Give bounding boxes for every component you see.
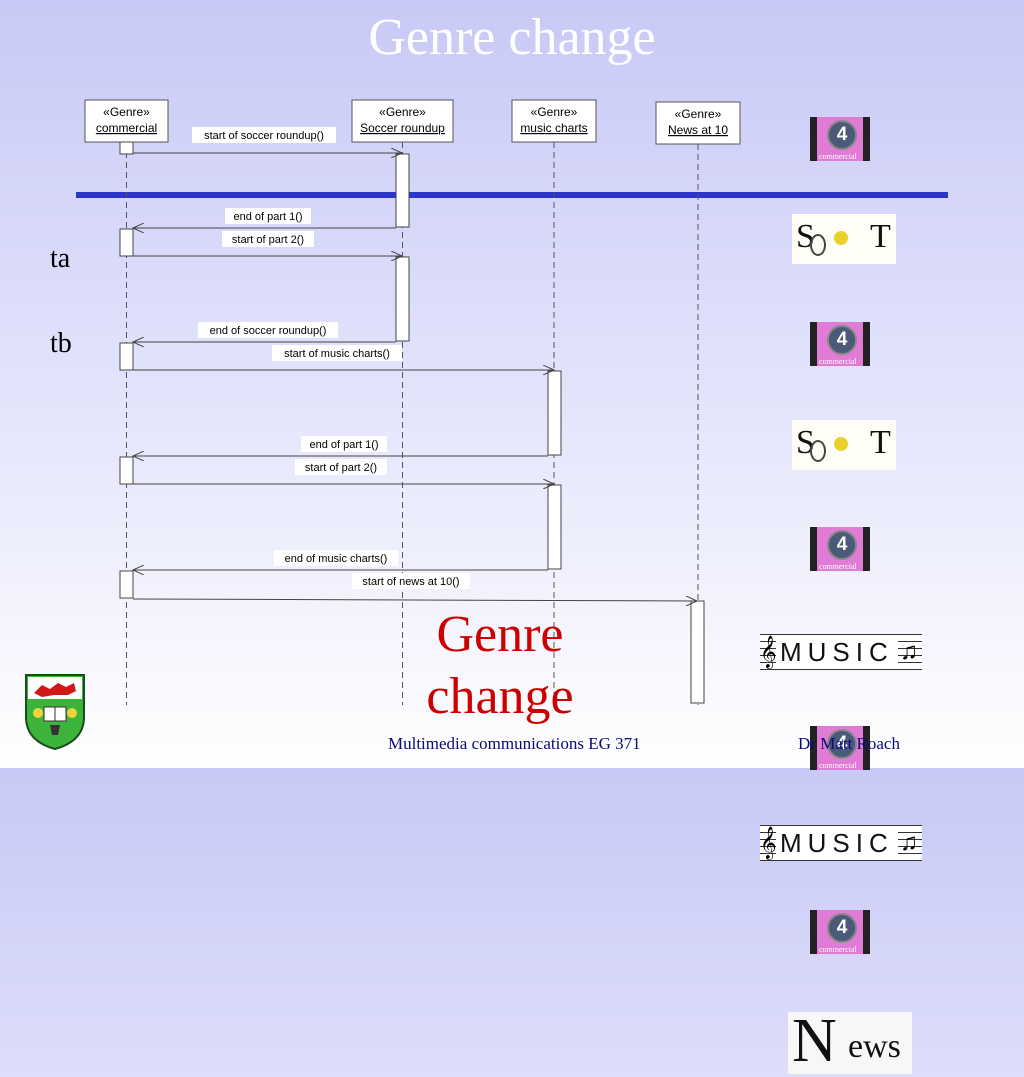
caption-line-1: Genre xyxy=(436,606,564,663)
channel-4-icon: 4 xyxy=(827,729,857,759)
music-note-icon: ♫ xyxy=(900,829,918,856)
commercial-label: commercial xyxy=(819,152,857,161)
marker-tb: tb xyxy=(50,328,72,359)
slide-title: Genre change xyxy=(368,9,656,66)
activation-bar xyxy=(547,484,562,570)
sequence-diagram: «Genre» commercial «Genre» Soccer roundu… xyxy=(76,99,948,705)
music-text: MUSIC xyxy=(776,826,898,860)
music-thumbnail: 𝄞 MUSIC ♫ xyxy=(760,634,922,670)
sport-thumbnail: S T xyxy=(792,420,896,470)
message-label: start of news at 10() xyxy=(362,576,459,588)
caption-line-2: change xyxy=(426,668,574,725)
message-label: end of soccer roundup() xyxy=(210,325,327,337)
commercial-thumbnail: 4 commercial xyxy=(810,117,870,161)
racket-icon xyxy=(810,234,826,256)
commercial-thumbnail: 4 commercial xyxy=(810,527,870,571)
activation-bar xyxy=(395,153,410,228)
ball-icon xyxy=(834,231,848,245)
activation-bar xyxy=(690,600,705,704)
treble-clef-icon: 𝄞 xyxy=(760,827,777,858)
lifeline-music-charts: «Genre» music charts xyxy=(511,99,597,143)
sport-text-right: T xyxy=(870,218,891,255)
news-initial: N xyxy=(792,1007,837,1075)
channel-4-icon: 4 xyxy=(827,325,857,355)
channel-4-icon: 4 xyxy=(827,913,857,943)
activation-bar xyxy=(119,342,134,371)
message-1: start of soccer roundup() xyxy=(133,127,402,153)
activation-bar xyxy=(119,228,134,257)
activation-bar xyxy=(119,456,134,485)
activation-bar xyxy=(119,570,134,599)
lifeline-soccer-roundup: «Genre» Soccer roundup xyxy=(351,99,454,143)
sport-text-right: T xyxy=(870,424,891,461)
lifeline-commercial: «Genre» commercial xyxy=(84,99,169,143)
message-3: start of part 2() xyxy=(133,231,402,256)
activation-bar xyxy=(547,370,562,456)
marker-ta: ta xyxy=(50,243,71,274)
channel-4-icon: 4 xyxy=(827,120,857,150)
lifeline-name: commercial xyxy=(96,121,157,135)
lifeline-name: music charts xyxy=(520,121,587,135)
lifeline-name: Soccer roundup xyxy=(360,121,445,135)
message-7: start of part 2() xyxy=(133,459,554,484)
lifeline-name: News at 10 xyxy=(668,123,728,137)
message-label: start of part 2() xyxy=(305,462,377,474)
message-8: end of music charts() xyxy=(133,550,548,570)
music-thumbnail: 𝄞 MUSIC ♫ xyxy=(760,825,922,861)
commercial-thumbnail: 4 commercial xyxy=(810,910,870,954)
lifeline-stereotype: «Genre» xyxy=(379,105,426,119)
message-4: end of soccer roundup() xyxy=(133,322,396,342)
message-label: end of music charts() xyxy=(285,553,388,565)
genre-change-caption: Genre change xyxy=(400,604,600,728)
commercial-label: commercial xyxy=(819,357,857,366)
footer-author: Dr Matt Roach xyxy=(798,734,900,753)
message-label: start of music charts() xyxy=(284,348,390,360)
sport-thumbnail: S T xyxy=(792,214,896,264)
message-9: start of news at 10() xyxy=(132,573,697,601)
commercial-label: commercial xyxy=(819,761,857,770)
university-crest-icon xyxy=(25,674,85,751)
music-text: MUSIC xyxy=(776,635,898,669)
ball-icon xyxy=(834,437,848,451)
message-5: start of music charts() xyxy=(133,345,554,370)
commercial-label: commercial xyxy=(819,945,857,954)
music-note-icon: ♫ xyxy=(900,638,918,665)
commercial-label: commercial xyxy=(819,562,857,571)
racket-icon xyxy=(810,440,826,462)
activation-bar xyxy=(395,256,410,342)
news-rest: ews xyxy=(848,1028,901,1065)
message-2: end of part 1() xyxy=(133,208,396,228)
message-6: end of part 1() xyxy=(133,436,548,456)
commercial-thumbnail: 4 commercial xyxy=(810,726,870,770)
lifeline-news-at-10: «Genre» News at 10 xyxy=(655,101,741,145)
message-label: end of part 1() xyxy=(309,439,378,451)
lifeline-stereotype: «Genre» xyxy=(531,105,578,119)
message-label: start of soccer roundup() xyxy=(204,130,324,142)
lifeline-stereotype: «Genre» xyxy=(103,105,150,119)
footer-course: Multimedia communications EG 371 xyxy=(388,734,641,753)
lifeline-stereotype: «Genre» xyxy=(675,107,722,121)
message-label: start of part 2() xyxy=(232,234,304,246)
news-thumbnail: N ews xyxy=(788,1007,912,1075)
activation-bar xyxy=(119,141,134,155)
treble-clef-icon: 𝄞 xyxy=(760,636,777,667)
channel-4-icon: 4 xyxy=(827,530,857,560)
message-label: end of part 1() xyxy=(233,211,302,223)
commercial-thumbnail: 4 commercial xyxy=(810,322,870,366)
